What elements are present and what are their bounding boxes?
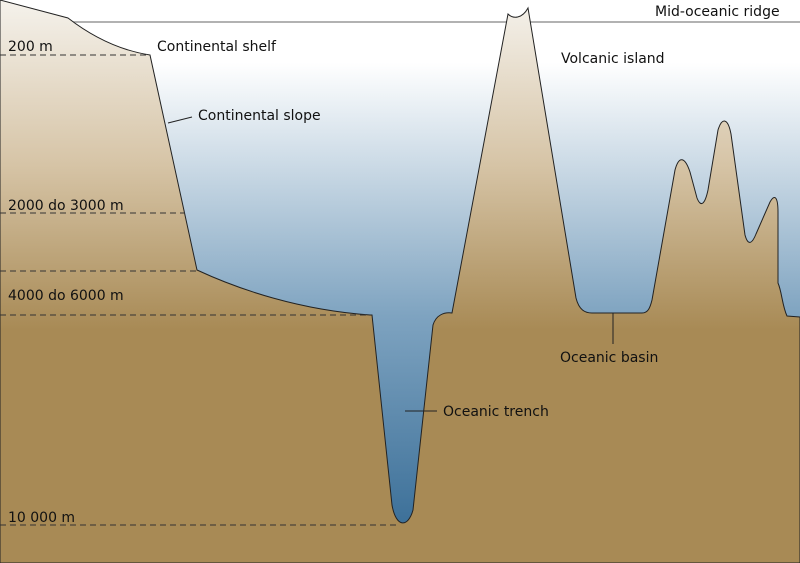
label-mid-oceanic-ridge: Mid-oceanic ridge (655, 4, 780, 20)
label-oceanic-trench: Oceanic trench (443, 404, 549, 420)
depth-label-2000: 2000 do 3000 m (8, 198, 124, 214)
label-continental-slope: Continental slope (198, 108, 321, 124)
label-continental-shelf: Continental shelf (157, 39, 277, 55)
slope-leader (167, 116, 193, 124)
leader-lines (167, 116, 614, 412)
depth-label-200: 200 m (8, 39, 53, 55)
depth-label-4000: 4000 do 6000 m (8, 288, 124, 304)
depth-label-10000: 10 000 m (8, 510, 75, 526)
depth-markers (0, 54, 400, 526)
label-volcanic-island: Volcanic island (561, 51, 665, 67)
label-oceanic-basin: Oceanic basin (560, 350, 658, 366)
